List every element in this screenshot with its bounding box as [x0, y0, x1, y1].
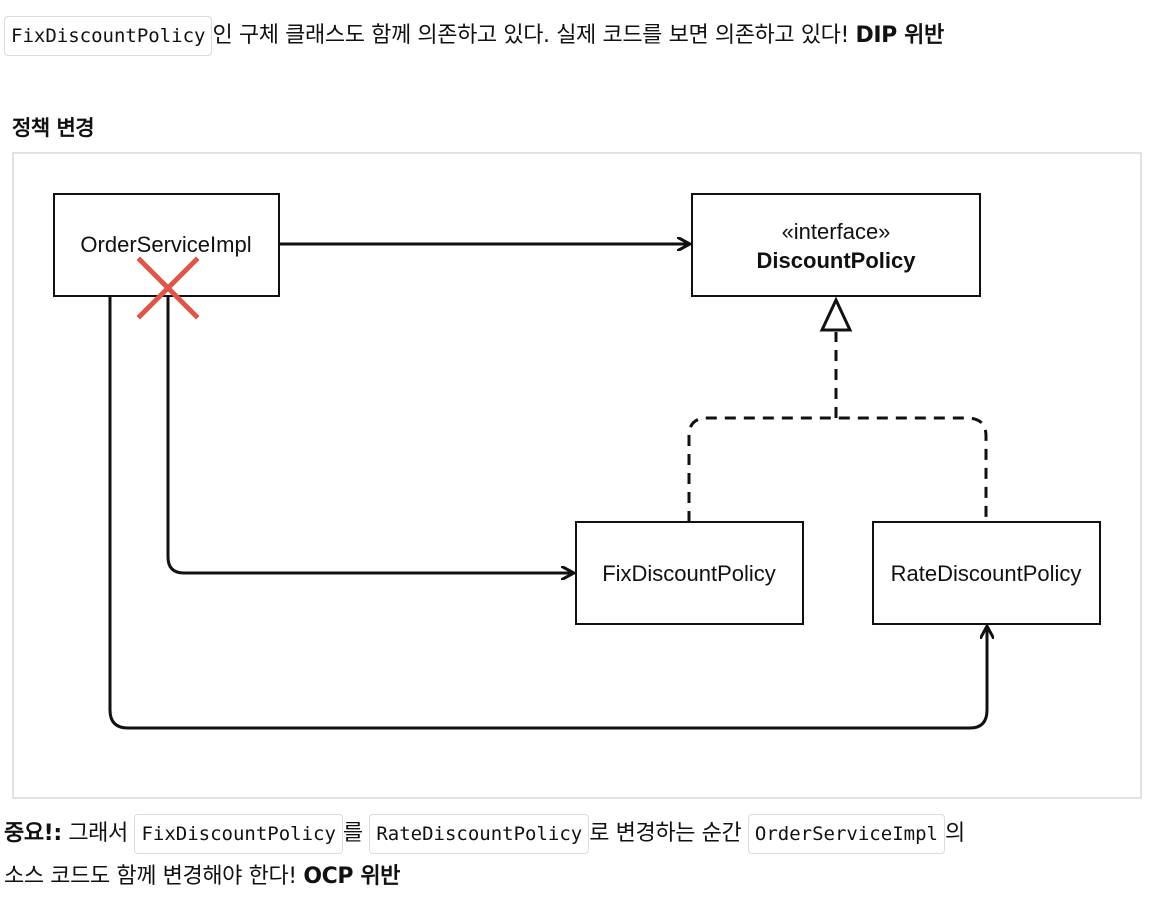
- red-x-mark-icon: [136, 256, 200, 320]
- realization-triangle: [819, 296, 853, 332]
- note-text-2: 를: [342, 821, 363, 846]
- rate-discount-policy-box: RateDiscountPolicy: [872, 521, 1101, 625]
- discount-policy-label: DiscountPolicy: [757, 248, 917, 273]
- note-line-2: 소스 코드도 함께 변경해야 한다! OCP 위반: [4, 862, 400, 892]
- note-text-4: 의: [944, 821, 965, 846]
- note-line2-text: 소스 코드도 함께 변경해야 한다!: [4, 864, 297, 889]
- important-label: 중요!:: [4, 821, 62, 846]
- fix-discount-policy-label: FixDiscountPolicy: [602, 561, 776, 586]
- code-fix-discount-policy: FixDiscountPolicy: [4, 16, 213, 56]
- code-rate-discount-policy: RateDiscountPolicy: [369, 814, 590, 854]
- note-text-3: 로 변경하는 순간: [589, 821, 742, 846]
- dependency-arrow-fix: [166, 296, 574, 573]
- policy-change-diagram: OrderServiceImpl «interface» DiscountPol…: [12, 152, 1142, 799]
- dependency-arrow-rate: [108, 296, 987, 730]
- code-fix-discount-policy-2: FixDiscountPolicy: [134, 814, 343, 854]
- ocp-violation-label: OCP 위반: [303, 864, 401, 889]
- intro-text: 인 구체 클래스도 함께 의존하고 있다. 실제 코드를 보면 의존하고 있다!: [212, 23, 849, 48]
- section-title: 정책 변경: [12, 116, 95, 140]
- fix-discount-policy-box: FixDiscountPolicy: [575, 521, 804, 625]
- order-service-impl-label: OrderServiceImpl: [80, 232, 251, 257]
- discount-policy-interface-box: «interface» DiscountPolicy: [691, 193, 981, 297]
- interface-stereotype: «interface»: [782, 219, 891, 244]
- dip-violation-label: DIP 위반: [855, 23, 945, 48]
- order-service-impl-box: OrderServiceImpl: [53, 193, 280, 297]
- note-text-1: 그래서: [68, 821, 128, 846]
- code-order-service-impl: OrderServiceImpl: [747, 814, 945, 854]
- rate-discount-policy-label: RateDiscountPolicy: [891, 561, 1082, 586]
